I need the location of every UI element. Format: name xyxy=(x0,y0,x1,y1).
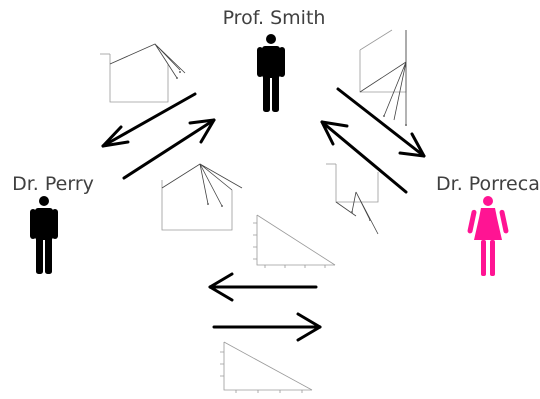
thumbnail-figure-top-left xyxy=(100,43,186,103)
porreca-to-smith-arrow-icon xyxy=(320,120,408,194)
thumbnail-figure-middle-left xyxy=(161,163,243,231)
bottom-leftward-arrow-icon xyxy=(208,272,318,302)
dr-perry-label: Dr. Perry xyxy=(12,173,94,195)
prof-smith-man-icon xyxy=(257,34,285,112)
perry-to-smith-arrow-icon xyxy=(122,118,216,180)
thumbnail-triangle-plot-upper xyxy=(253,214,336,268)
dr-porreca-woman-icon xyxy=(467,196,509,276)
smith-to-perry-arrow-icon xyxy=(101,92,197,148)
dr-perry-man-icon xyxy=(30,196,58,274)
smith-to-porreca-arrow-icon xyxy=(336,87,426,158)
prof-smith-label: Prof. Smith xyxy=(223,7,326,29)
thumbnail-triangle-plot-lower xyxy=(220,341,313,393)
dr-porreca-label: Dr. Porreca xyxy=(436,173,540,195)
thumbnail-figure-top-right xyxy=(359,29,407,126)
bottom-rightward-arrow-icon xyxy=(212,312,322,342)
thumbnail-figure-middle-right xyxy=(326,163,379,235)
